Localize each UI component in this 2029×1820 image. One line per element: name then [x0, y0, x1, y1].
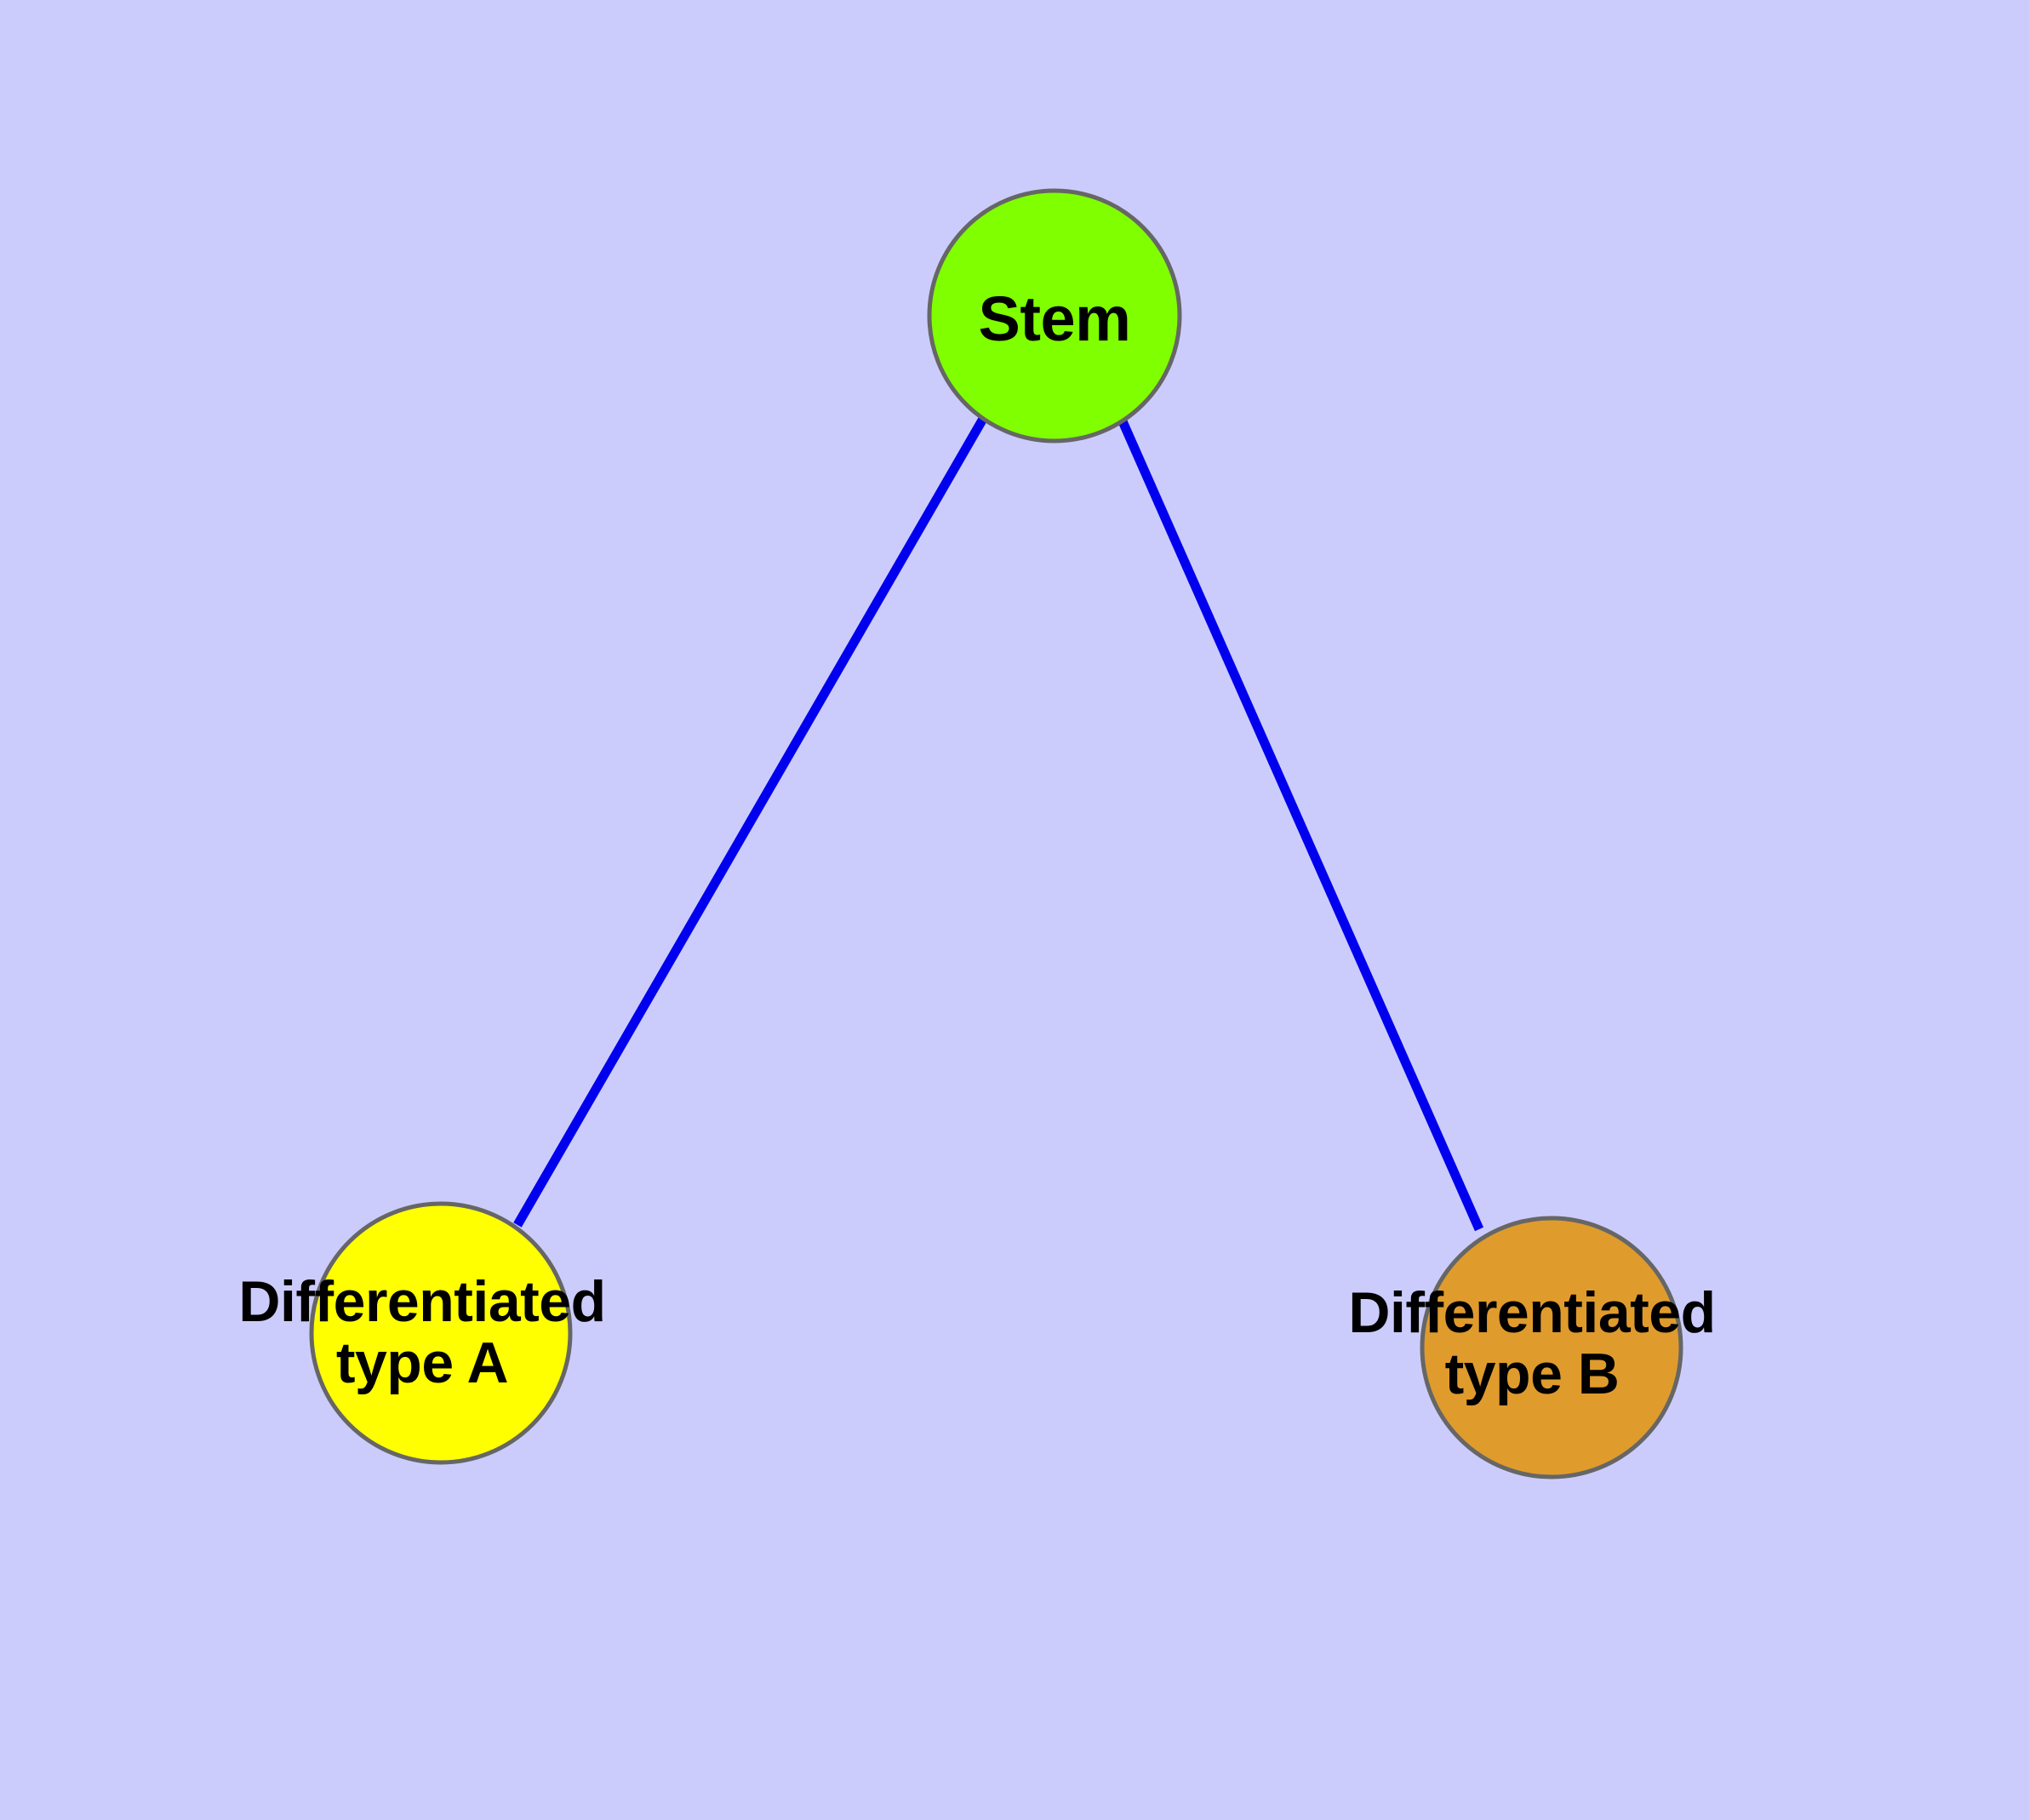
graph-node-diff-a[interactable]	[309, 1201, 573, 1465]
graph-edge-stem-to-diff-b[interactable]	[1117, 419, 1484, 1232]
edge-layer	[513, 416, 1484, 1232]
node-layer	[309, 188, 1683, 1479]
graph-node-diff-b[interactable]	[1420, 1216, 1683, 1479]
graph-node-stem[interactable]	[927, 188, 1182, 444]
graph-edge-stem-to-diff-a[interactable]	[513, 416, 987, 1228]
